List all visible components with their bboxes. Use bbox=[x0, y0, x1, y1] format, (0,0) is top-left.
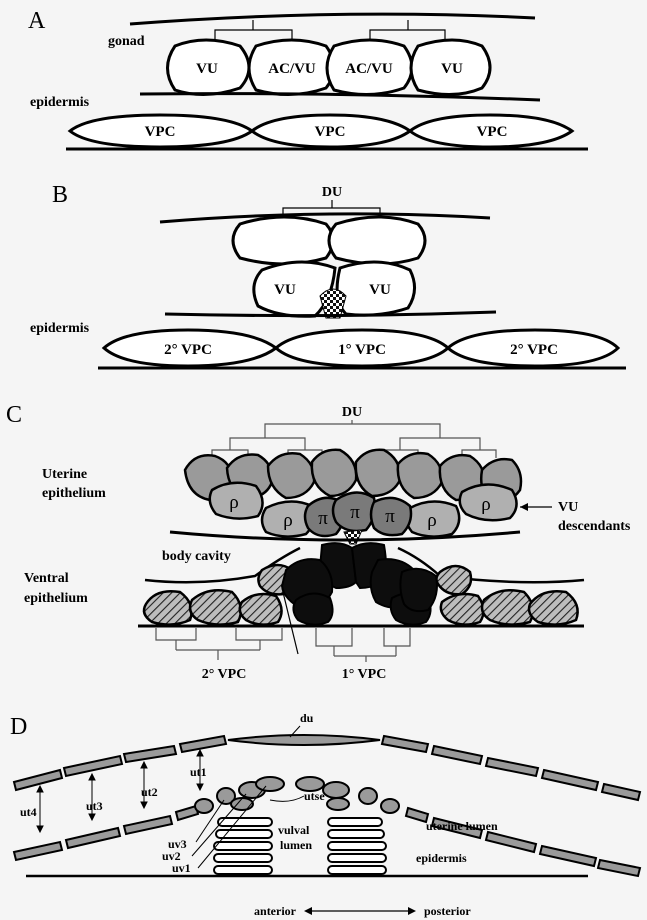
sec-cell-5 bbox=[436, 566, 471, 594]
vpc-label-1: VPC bbox=[145, 124, 176, 140]
epidermis-label-d: epidermis bbox=[416, 851, 467, 865]
anterior-label: anterior bbox=[254, 904, 297, 918]
du-cell-c-6 bbox=[398, 453, 442, 498]
vulval-lumen-label-1: vulval bbox=[278, 823, 310, 837]
gonad-lower-membrane bbox=[140, 94, 540, 100]
du-cell-c-4 bbox=[312, 450, 356, 496]
gonad-label: gonad bbox=[108, 34, 145, 49]
ventral-label-1: Ventral bbox=[24, 571, 69, 586]
vulval-rings-right bbox=[328, 818, 386, 874]
panel-b: B DU VU VU epidermis 2° VPC 1° VPC 2° VP… bbox=[30, 182, 626, 368]
rho-label-3: ρ bbox=[427, 510, 436, 531]
vulval-lumen-label-2: lumen bbox=[280, 838, 312, 852]
sec-cell-2 bbox=[190, 590, 241, 624]
vu-descendants-label-2: descendants bbox=[558, 519, 631, 534]
orientation-arrow-right bbox=[408, 907, 416, 915]
vu-label-b-left: VU bbox=[274, 282, 296, 298]
uterine-upper-membrane-b bbox=[160, 214, 490, 222]
ventral-label-2: epithelium bbox=[24, 591, 88, 606]
panel-c: C DU Uterine epithelium bbox=[6, 402, 631, 682]
rho-label-4: ρ bbox=[481, 494, 490, 515]
vpc-secondary-label-c: 2° VPC bbox=[202, 667, 247, 682]
vu-descendants-label-1: VU bbox=[558, 500, 578, 515]
utse-label: utse bbox=[304, 789, 325, 803]
vpc-1-label: 1° VPC bbox=[338, 342, 386, 358]
vulval-rings-left bbox=[214, 818, 272, 874]
du-lineage-tree bbox=[212, 420, 496, 458]
pi-label-3: π bbox=[385, 506, 395, 527]
du-label-d: du bbox=[300, 711, 314, 725]
orientation-arrow-left bbox=[304, 907, 312, 915]
rho-label-2: ρ bbox=[283, 510, 292, 531]
gonad-upper-membrane bbox=[130, 14, 535, 24]
epidermis-label-a: epidermis bbox=[30, 95, 90, 110]
pi-label-2: π bbox=[350, 502, 360, 523]
panel-d: D du bbox=[10, 711, 640, 918]
panel-a-letter: A bbox=[28, 8, 46, 34]
ut3-label: ut3 bbox=[86, 799, 103, 813]
uterine-label-1: Uterine bbox=[42, 467, 87, 482]
ac-vu-label-2: AC/VU bbox=[345, 61, 393, 77]
vu-descendants-arrowhead bbox=[520, 503, 528, 511]
vpc-lineage-brackets bbox=[156, 628, 410, 662]
anchor-cell-c bbox=[344, 530, 362, 544]
sec-cell-1 bbox=[144, 591, 192, 624]
du-cell-d bbox=[228, 735, 380, 745]
sec-cell-8 bbox=[529, 591, 578, 624]
pri-cell-7 bbox=[400, 569, 437, 611]
vu-label-b-right: VU bbox=[369, 282, 391, 298]
pi-label-1: π bbox=[318, 508, 328, 529]
sec-cell-6 bbox=[441, 594, 484, 625]
uterine-label-2: epithelium bbox=[42, 486, 106, 501]
sec-cell-7 bbox=[482, 590, 533, 624]
du-label-b: DU bbox=[322, 185, 342, 200]
du-cell-left bbox=[233, 217, 333, 264]
vpc-label-2: VPC bbox=[315, 124, 346, 140]
uterine-upper-right bbox=[382, 736, 640, 800]
uterine-upper-left bbox=[14, 736, 226, 790]
vpc-2-left-label: 2° VPC bbox=[164, 342, 212, 358]
uv1-label: uv1 bbox=[172, 861, 191, 875]
ut2-label: ut2 bbox=[141, 785, 158, 799]
lineage-bracket-left bbox=[215, 20, 292, 42]
lineage-bracket-right bbox=[370, 20, 445, 42]
panel-c-letter: C bbox=[6, 402, 22, 428]
du-cell-c-5 bbox=[356, 450, 400, 496]
utse-pointer bbox=[270, 796, 304, 801]
vpc-primary-label-c: 1° VPC bbox=[342, 667, 387, 682]
du-cell-c-3 bbox=[268, 453, 314, 498]
du-label-c: DU bbox=[342, 405, 362, 420]
uterine-lumen-label: uterine lumen bbox=[426, 819, 498, 833]
sec-cell-3 bbox=[240, 594, 282, 625]
vpc-2-right-label: 2° VPC bbox=[510, 342, 558, 358]
body-cavity-label: body cavity bbox=[162, 549, 231, 564]
epidermis-label-b: epidermis bbox=[30, 321, 90, 336]
ac-vu-label-1: AC/VU bbox=[268, 61, 316, 77]
rho-label-1: ρ bbox=[229, 492, 238, 513]
vu-label-1: VU bbox=[196, 61, 218, 77]
vpc-label-3: VPC bbox=[477, 124, 508, 140]
vu-label-4: VU bbox=[441, 61, 463, 77]
panel-a: A gonad VU AC/VU AC/VU VU epidermis VPC … bbox=[28, 8, 588, 149]
uv-cells bbox=[195, 777, 399, 813]
posterior-label: posterior bbox=[424, 904, 471, 918]
panel-d-letter: D bbox=[10, 714, 27, 740]
panel-b-letter: B bbox=[52, 182, 68, 208]
du-cell-right bbox=[329, 217, 425, 264]
anchor-cell-b bbox=[320, 289, 346, 318]
pri-cell-5 bbox=[293, 593, 332, 624]
ut1-label: ut1 bbox=[190, 765, 207, 779]
ut4-label: ut4 bbox=[20, 805, 37, 819]
